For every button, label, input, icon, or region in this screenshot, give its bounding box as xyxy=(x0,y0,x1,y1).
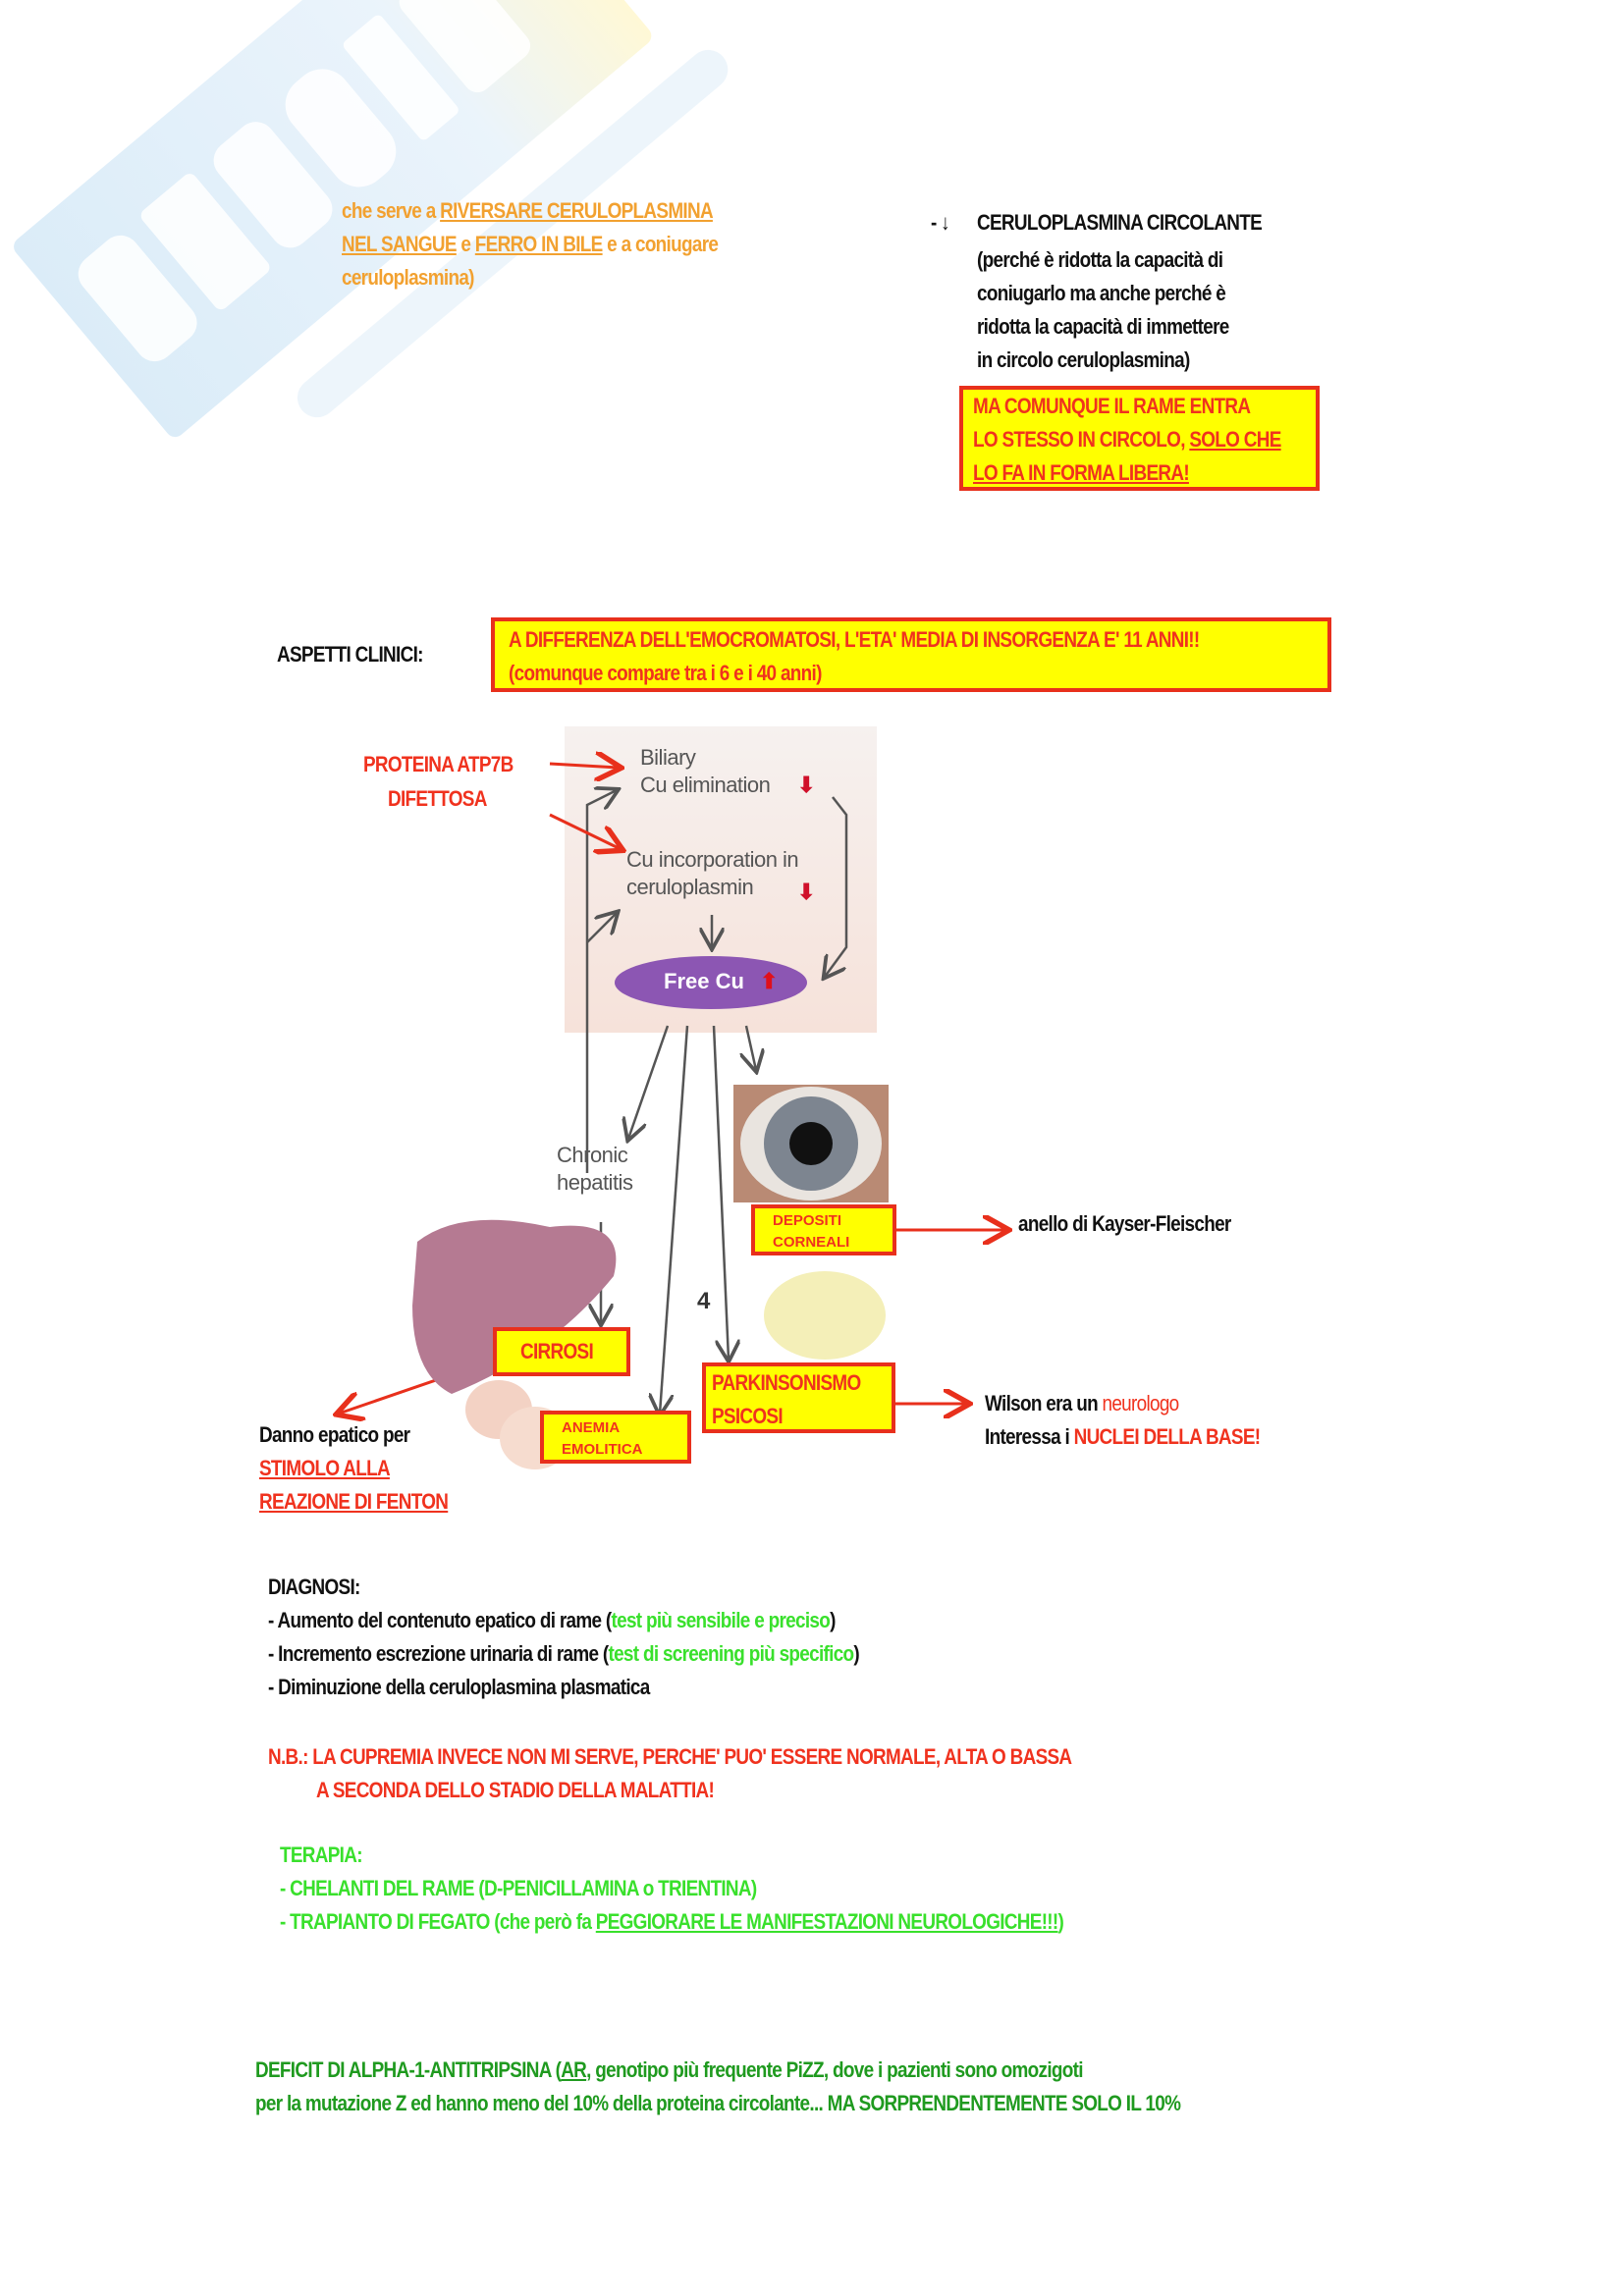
text: FERRO IN BILE xyxy=(474,232,603,256)
text: DEFICIT DI ALPHA-1-ANTITRIPSINA ( xyxy=(255,2057,562,2082)
free-cu-ellipse xyxy=(615,956,807,1009)
text: MA COMUNQUE IL RAME ENTRA xyxy=(973,394,1251,418)
text: PROTEINA ATP7B xyxy=(363,752,514,776)
text: Interessa i xyxy=(985,1424,1074,1449)
down-arrow-icon: ⬇ xyxy=(797,773,816,797)
text: ANEMIA xyxy=(562,1419,621,1436)
text: per la mutazione Z ed hanno meno del 10%… xyxy=(255,2091,828,2115)
label-box: PARKINSONISMO PSICOSI xyxy=(702,1362,895,1433)
text: PSICOSI xyxy=(712,1404,784,1428)
eye-image xyxy=(733,1085,889,1202)
text: (comunque compare tra i 6 e i 40 anni) xyxy=(509,661,822,685)
text: - Diminuzione della ceruloplasmina plasm… xyxy=(268,1675,650,1699)
text: coniugarlo ma anche perché è xyxy=(977,281,1226,305)
text: A DIFFERENZA DELL'EMOCROMATOSI, L'ETA' M… xyxy=(509,627,1200,652)
highlight-box: A DIFFERENZA DELL'EMOCROMATOSI, L'ETA' M… xyxy=(491,617,1331,692)
diagram-label: Chronic xyxy=(557,1143,628,1167)
highlight-box: MA COMUNQUE IL RAME ENTRA LO STESSO IN C… xyxy=(959,386,1320,491)
text: - CHELANTI DEL RAME (D-PENICILLAMINA o T… xyxy=(280,1876,757,1900)
text: - TRAPIANTO DI FEGATO (che però fa xyxy=(280,1909,596,1934)
note: A SECONDA DELLO STADIO DELLA MALATTIA! xyxy=(316,1778,715,1802)
text: REAZIONE DI FENTON xyxy=(259,1489,449,1514)
label-box: CIRROSI xyxy=(493,1327,630,1376)
text: e xyxy=(456,232,475,256)
text: CIRROSI xyxy=(520,1339,594,1363)
text: anello di Kayser-Fleischer xyxy=(1018,1211,1231,1236)
text: LO STESSO IN CIRCOLO, xyxy=(973,427,1190,452)
figure-number: 4 xyxy=(697,1288,711,1314)
text: neurologo xyxy=(1102,1391,1180,1415)
down-arrow-icon: ⬇ xyxy=(797,880,816,904)
heading: CERULOPLASMINA CIRCOLANTE xyxy=(977,210,1263,235)
diagram-label: Cu elimination xyxy=(640,773,771,797)
text: (perché è ridotta la capacità di xyxy=(977,247,1223,272)
diagram-label: Biliary xyxy=(640,745,696,770)
text: STIMOLO ALLA xyxy=(259,1456,391,1480)
text: ) xyxy=(1057,1909,1064,1934)
text: RIVERSARE CERULOPLASMINA xyxy=(440,198,714,223)
section-label: ASPETTI CLINICI: xyxy=(277,642,423,667)
text: - Incremento escrezione urinaria di rame… xyxy=(268,1641,609,1666)
text: test di screening più specifico xyxy=(608,1641,854,1666)
diagram-label: hepatitis xyxy=(557,1170,633,1195)
text: SOLO CHE xyxy=(1189,427,1281,452)
text: DEPOSITI xyxy=(773,1212,842,1229)
text: Wilson era un xyxy=(985,1391,1103,1415)
text: PARKINSONISMO xyxy=(712,1370,861,1395)
up-arrow-icon: ⬆ xyxy=(760,969,779,993)
text: e a coniugare xyxy=(602,232,719,256)
text: in circolo ceruloplasmina) xyxy=(977,347,1190,372)
text: NEL SANGUE xyxy=(342,232,458,256)
section-heading: TERAPIA: xyxy=(280,1842,363,1867)
text: PEGGIORARE LE MANIFESTAZIONI NEUROLOGICH… xyxy=(595,1909,1058,1934)
text: , genotipo più frequente PiZZ, dove i pa… xyxy=(586,2057,1083,2082)
text: EMOLITICA xyxy=(562,1441,643,1458)
bullet: - ↓ xyxy=(931,210,950,235)
text: AR xyxy=(561,2057,587,2082)
text: ceruloplasmina) xyxy=(342,265,474,290)
note: N.B.: LA CUPREMIA INVECE NON MI SERVE, P… xyxy=(268,1744,1072,1769)
text: LO FA IN FORMA LIBERA! xyxy=(973,460,1190,485)
label-box: DEPOSITI CORNEALI xyxy=(751,1204,896,1255)
text: CORNEALI xyxy=(773,1234,850,1251)
text: test più sensibile e preciso xyxy=(611,1608,831,1632)
text: Danno epatico per xyxy=(259,1422,410,1447)
text: DIFETTOSA xyxy=(388,786,487,811)
text: MA SORPRENDENTEMENTE SOLO IL 10% xyxy=(827,2091,1181,2115)
brain-image xyxy=(764,1271,886,1360)
liver-image xyxy=(412,1219,617,1394)
text: - Aumento del contenuto epatico di rame … xyxy=(268,1608,612,1632)
diagram-label: Cu incorporation in xyxy=(626,847,799,872)
text: ) xyxy=(830,1608,836,1632)
text: NUCLEI DELLA BASE! xyxy=(1073,1424,1261,1449)
text: che serve a xyxy=(342,198,441,223)
diagram-label: ceruloplasmin xyxy=(626,875,754,899)
diagram-label: Free Cu xyxy=(664,969,744,993)
text: ridotta la capacità di immettere xyxy=(977,314,1229,339)
section-heading: DIAGNOSI: xyxy=(268,1575,360,1599)
label-box: ANEMIA EMOLITICA xyxy=(540,1411,691,1464)
text: ) xyxy=(853,1641,860,1666)
